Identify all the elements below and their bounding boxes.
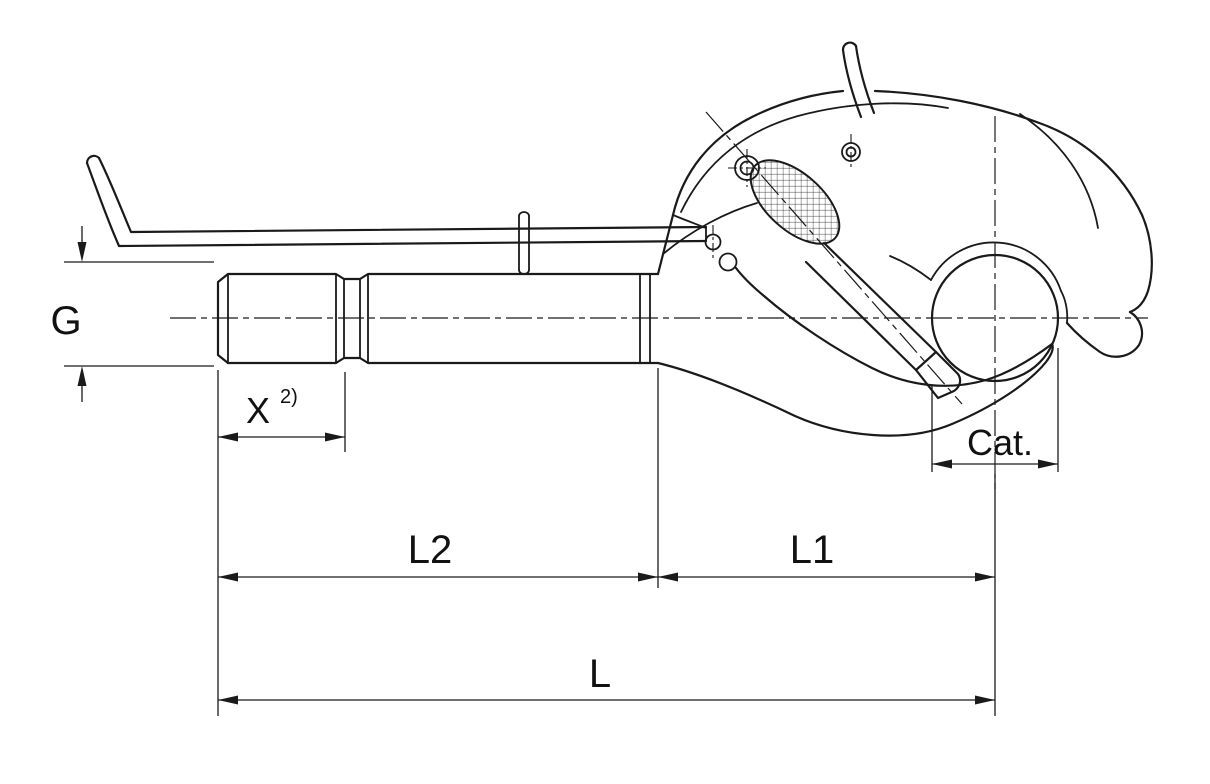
dim-label-g: G bbox=[50, 299, 81, 343]
g-arrow-down bbox=[77, 242, 87, 262]
latch-tip bbox=[914, 350, 962, 400]
body-inner-arc-front bbox=[662, 202, 758, 255]
jaw-inner-edge bbox=[734, 266, 1054, 387]
shank-thread-runout bbox=[639, 273, 651, 364]
dim-label-x: X bbox=[246, 390, 270, 431]
dimension-l1: L1 bbox=[658, 528, 995, 582]
pin-caps bbox=[518, 211, 530, 275]
l-arrow-left bbox=[218, 695, 238, 705]
body-top-profile-left bbox=[671, 89, 845, 217]
body-inner-arc-top bbox=[680, 102, 949, 213]
shank-groove-left bbox=[335, 273, 345, 364]
l1-arrow-left bbox=[658, 572, 678, 582]
dimension-g: G bbox=[50, 226, 214, 402]
l2-arrow-right bbox=[638, 572, 658, 582]
dim-label-l: L bbox=[589, 652, 611, 696]
pin-sides bbox=[518, 215, 530, 271]
handle-tip-cap bbox=[85, 154, 101, 165]
body-top-profile-right bbox=[873, 89, 1153, 314]
handle-top-edge bbox=[97, 156, 708, 234]
locking-pin bbox=[518, 211, 530, 275]
g-arrow-up bbox=[77, 366, 87, 386]
x-arrow-left bbox=[218, 432, 238, 442]
dimension-cat: Cat. bbox=[931, 348, 1059, 472]
socket-lip-arc bbox=[930, 241, 1062, 292]
handle-to-body-line bbox=[672, 214, 707, 229]
dimension-l2: L2 bbox=[218, 368, 659, 588]
body-front-edge bbox=[656, 213, 675, 276]
lever-tip-cap bbox=[841, 41, 858, 52]
shank-bottom-edge bbox=[226, 356, 660, 365]
dim-label-cat: Cat. bbox=[967, 422, 1033, 463]
dimension-l: L bbox=[218, 474, 996, 716]
latch-assembly bbox=[704, 134, 962, 400]
handle-rod bbox=[85, 154, 708, 248]
centerlines bbox=[170, 111, 1148, 490]
dim-label-l2: L2 bbox=[408, 528, 453, 572]
lever-left-edge bbox=[841, 48, 863, 119]
hook-body bbox=[656, 89, 1153, 437]
dim-label-x-superscript: 2) bbox=[280, 386, 298, 408]
threaded-shank bbox=[216, 272, 660, 365]
body-inner-arc-right bbox=[1019, 113, 1099, 229]
ball-circle bbox=[930, 253, 1060, 383]
lever-right-edge bbox=[854, 44, 876, 115]
shank-groove-right bbox=[359, 273, 369, 364]
handle-bottom-edge bbox=[85, 161, 708, 248]
body-right-inner-line bbox=[1060, 290, 1069, 324]
latch-axis-centerline bbox=[705, 111, 963, 405]
socket-throat-line bbox=[889, 255, 932, 281]
l-arrow-right bbox=[975, 695, 995, 705]
cat-arrow-left bbox=[932, 459, 952, 469]
x-arrow-right bbox=[325, 432, 345, 442]
dimension-x: X 2) bbox=[217, 370, 346, 716]
release-lever bbox=[841, 41, 876, 119]
shank-top-edge bbox=[226, 272, 660, 281]
l2-arrow-left bbox=[218, 572, 238, 582]
clevis-lower-circle bbox=[718, 252, 738, 272]
l1-arrow-right bbox=[975, 572, 995, 582]
knurled-grip bbox=[749, 159, 841, 245]
shank-left-end bbox=[216, 272, 230, 365]
dim-label-l1: L1 bbox=[790, 528, 835, 572]
ball-socket bbox=[930, 253, 1060, 383]
latch-pivot-crosshair bbox=[728, 149, 766, 187]
jaw-outer-edge bbox=[656, 342, 1054, 437]
latch-bar bbox=[804, 241, 938, 372]
body-right-curl bbox=[1065, 310, 1144, 358]
cat-arrow-right bbox=[1038, 459, 1058, 469]
